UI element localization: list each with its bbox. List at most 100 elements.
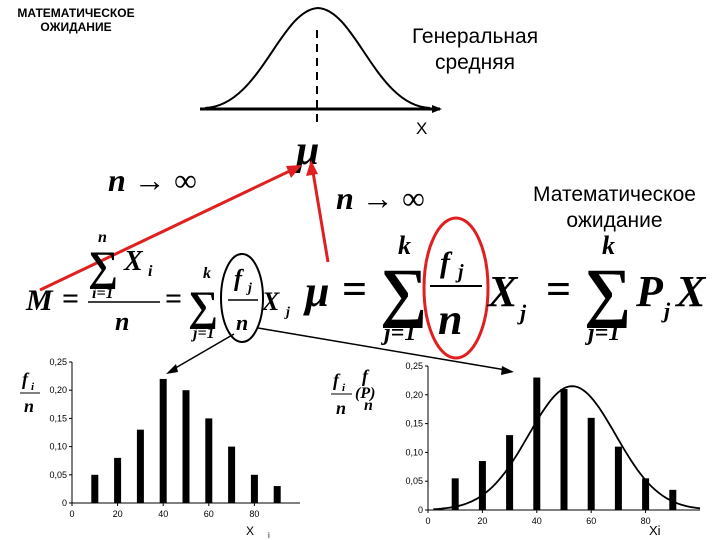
big-formula-X: X [486,267,519,316]
big-formula-sum2-top: k [602,231,615,260]
formula-sum1: ∑ [88,244,118,290]
big-formula-eq-1: = [342,265,367,314]
right-chart-bar [642,478,650,510]
left-chart-y-tick-label: 0,20 [49,385,67,395]
expectation-caps-line2: ОЖИДАНИЕ [40,20,112,34]
right-chart-x-tick-label: 40 [532,516,542,526]
left-chart-bar [250,474,258,503]
left-chart-y-tick-label: 0,10 [49,442,67,452]
right-chart-y-tick-label: 0,05 [405,476,423,486]
arrow-to-left-chart [171,333,235,371]
big-formula-eq-2: = [546,265,571,314]
right-y-label-f-sub: i [342,382,346,394]
formula-fj-f: f [234,266,244,292]
formula-sum1-bottom: i=1 [92,285,114,302]
arrow-to-right-chart [257,327,507,371]
left-chart-bar [273,486,281,503]
left-chart-y-tick-label: 0,25 [49,357,67,367]
red-arrowhead-M-to-mu [286,165,302,178]
left-chart-x-tick-label: 0 [69,509,74,519]
formula-sum1-top-n: n [98,229,107,246]
left-chart-bar [91,474,99,503]
left-y-label-n: n [24,396,34,416]
right-chart-y-tick-label: 0,10 [405,447,423,457]
big-formula-X-sub: j [517,300,527,325]
left-chart-bar [159,378,167,503]
big-formula-sum1: ∑ [380,256,427,329]
formula-X-j: X [261,287,280,316]
arrowhead-right-chart [501,366,514,375]
left-chart-x-tick-label: 20 [113,509,123,519]
formula-eq-1: = [62,282,79,315]
formula-X-j-sub: j [284,305,290,320]
left-histogram: 0 0,05 0,10 0,15 0,20 0,25 0 20 40 60 80 [49,357,300,519]
left-chart-x-tick-label: 40 [158,509,168,519]
left-y-label-f: f [22,369,30,389]
right-y-label-n: n [336,398,346,418]
left-chart-bar [205,418,213,503]
formula-X-i-sub: i [148,263,153,280]
expectation-line2: ожидание [566,209,663,232]
right-chart-y-tick-label: 0,25 [405,361,423,371]
population-normal-curve [204,6,431,109]
big-formula-sum2-bottom: j=1 [584,320,620,346]
right-x-axis-label: Xi [649,523,661,538]
right-alt-label-f: f [362,366,370,386]
big-formula-mu: μ [303,267,329,316]
big-formula-sum1-top: k [398,231,411,260]
big-formula-n: n [438,295,462,344]
left-y-label-f-sub: i [31,381,35,393]
right-chart-bar [533,377,541,510]
formula-fj-sub: j [246,281,252,296]
right-chart-bar [587,417,595,510]
general-mean-line1: Генеральная [411,25,539,48]
big-formula-red-circle [422,216,490,360]
big-formula-f-sub: j [455,261,464,283]
formula-n-denominator: n [115,307,129,336]
right-chart-x-tick-label: 80 [641,516,651,526]
right-chart-bar [614,446,622,510]
left-chart-y-tick-label: 0,05 [49,470,67,480]
expectation-line1: Математическое [533,183,696,206]
formula-sum2-top-k: k [203,265,211,282]
red-arrow-mu-down [310,165,330,263]
right-chart-y-tick-label: 0,20 [405,390,423,400]
right-chart-normal-curve [433,385,701,511]
formula-M: M [25,284,54,317]
expectation-caps-caption: МАТЕМАТИЧЕСКОЕ ОЖИДАНИЕ [6,6,146,34]
expectation-caption: Математическое ожидание [512,182,717,234]
left-chart-y-tick-label: 0 [62,498,67,508]
left-chart-bar [182,390,190,503]
left-chart-x-tick-label: 80 [249,509,259,519]
right-chart-x-tick-label: 0 [425,516,430,526]
left-chart-bar [136,429,144,503]
right-y-label-f: f [333,370,341,390]
left-chart-x-tick-label: 60 [204,509,214,519]
expectation-caps-line1: МАТЕМАТИЧЕСКОЕ [17,6,135,20]
general-mean-line2: средняя [435,51,515,74]
right-chart-bar [451,478,459,510]
left-chart-bar [114,457,122,503]
formula-eq-2: = [165,282,182,315]
left-chart-bar [228,446,236,503]
left-chart-y-tick-label: 0,15 [49,413,67,423]
right-chart-bar [478,461,486,510]
big-formula-sum2: ∑ [584,256,631,329]
formula-sum2-bottom: j=1 [190,325,215,342]
left-x-axis-label: X [246,524,254,538]
red-arrow-M-to-mu [39,166,297,292]
general-mean-caption: Генеральная средняя [385,24,565,76]
arrowhead-left-chart [166,364,178,374]
n-to-infinity-right: n → ∞ [336,180,425,216]
right-alt-label-n: n [364,397,373,414]
right-chart-y-tick-label: 0 [418,505,423,515]
right-chart-bar [669,489,677,510]
right-chart-y-tick-label: 0,15 [405,419,423,429]
left-x-axis-label-sub: i [268,531,270,540]
big-formula-P-sub: j [661,298,671,323]
right-chart-x-tick-label: 60 [586,516,596,526]
big-formula-sum1-bottom: j=1 [380,320,416,346]
right-chart-bar [560,389,568,510]
right-chart-bar [506,435,514,510]
